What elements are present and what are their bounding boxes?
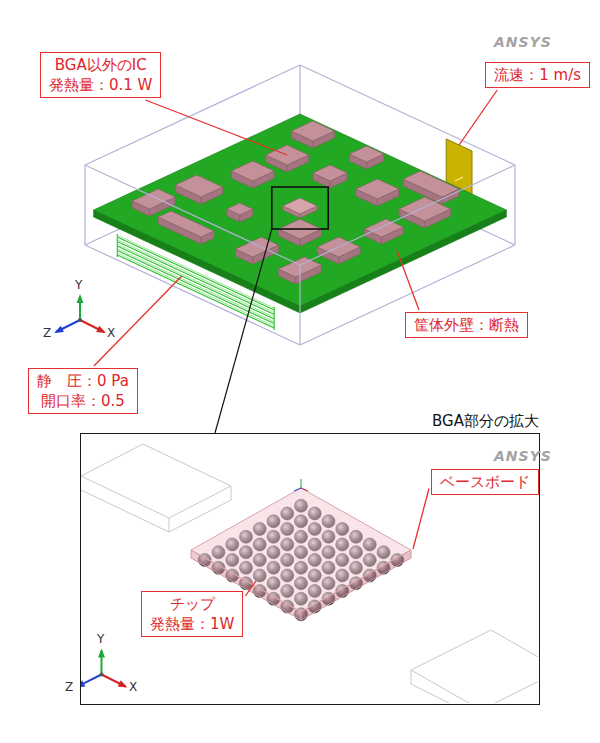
axis-label: X: [107, 326, 115, 340]
callout-text: 発熱量：0.1 W: [49, 75, 152, 95]
ic-package-top: [175, 175, 222, 197]
local-axis: [294, 488, 301, 491]
callout-text: 発熱量：1W: [150, 614, 234, 634]
callout-text: チップ: [150, 594, 234, 614]
ic-package: [403, 171, 459, 204]
neighbour-outline: [169, 518, 170, 532]
ic-package-top: [291, 121, 334, 141]
neighbour-outline: [411, 684, 461, 703]
ic-package-top: [158, 211, 214, 237]
leader-line: [459, 90, 497, 145]
ic-package-top: [399, 197, 451, 221]
ic-package: [227, 203, 253, 222]
enclosure-edge: [85, 245, 300, 345]
zoom-frame: [272, 187, 328, 229]
axis-arrow-head: [77, 294, 84, 303]
neighbour-outline: [231, 486, 232, 500]
axis-label: Y: [75, 278, 82, 292]
axis-label: Z: [43, 326, 51, 340]
vent-slat: [117, 240, 274, 313]
vent-slat: [117, 253, 274, 326]
flow-callout: 流速：1 m/s: [485, 62, 590, 88]
leader-line: [413, 489, 429, 550]
callout-text: 流速：1 m/s: [494, 65, 581, 85]
enclosure-edge: [299, 265, 300, 345]
ic-package-top: [231, 161, 274, 181]
axis-label: Z: [65, 680, 73, 694]
heat-callout: BGA以外のIC発熱量：0.1 W: [40, 52, 161, 98]
axis-label: X: [129, 680, 137, 694]
callout-text: 筐体外壁：断熱: [414, 315, 519, 335]
baseboard-callout: ベースボード: [431, 469, 539, 495]
bga-package: [283, 198, 317, 218]
vent-slat: [117, 246, 274, 319]
axis-origin: [100, 673, 104, 677]
ic-package: [158, 211, 214, 244]
neighbour-outline: [411, 630, 538, 703]
ic-package-top: [349, 146, 384, 162]
ic-package: [399, 197, 451, 228]
ic-package-top: [236, 237, 279, 257]
local-axis: [301, 479, 302, 488]
enclosure-edge: [300, 165, 515, 265]
watermark: ANSYS: [494, 34, 552, 50]
ic-package-top: [227, 203, 253, 215]
ic-package: [317, 237, 360, 264]
bga-package-top: [283, 198, 317, 214]
ic-package: [349, 146, 384, 169]
ic-package-top: [313, 165, 347, 181]
ic-package-top: [132, 189, 175, 209]
wall-callout: 筐体外壁：断熱: [405, 312, 528, 338]
vent-frame: [274, 307, 275, 330]
neighbour-outline: [81, 444, 231, 518]
axis-arrow-head: [98, 649, 105, 658]
ic-package-top: [356, 179, 399, 199]
zoom-panel: BGA部分の拡大ベースボードチップ発熱量：1W: [80, 433, 540, 705]
chip-callout: チップ発熱量：1W: [141, 591, 243, 637]
vent-slat: [117, 237, 274, 310]
vent-opening: [117, 234, 274, 330]
neighbour-outline: [411, 670, 412, 684]
vent-slat: [117, 235, 274, 308]
enclosure-edge: [84, 165, 85, 245]
zoom-line: [215, 229, 272, 433]
ic-package: [236, 237, 279, 264]
ic-package: [313, 165, 347, 188]
panel-heading: BGA部分の拡大: [432, 411, 539, 431]
callout-text: 静 圧：0 Pa: [37, 371, 129, 391]
ic-package: [365, 219, 404, 244]
leader-line: [245, 581, 256, 596]
axis-arrow-head: [118, 680, 128, 687]
inlet-mark: [455, 177, 463, 181]
vent-callout: 静 圧：0 Pa開口率：0.5: [28, 368, 138, 414]
leader-line: [145, 100, 287, 155]
enclosure-edge: [514, 165, 515, 245]
ic-package: [175, 175, 222, 204]
axis-label: Y: [97, 632, 104, 646]
axis-origin: [78, 318, 82, 322]
ic-package-top: [365, 219, 404, 237]
enclosure-edge: [85, 165, 300, 265]
ic-package: [356, 179, 399, 206]
ic-package: [291, 121, 334, 148]
ic-package-top: [403, 171, 459, 197]
ic-package: [231, 161, 274, 188]
local-axis: [301, 488, 308, 491]
axis-arrow-head: [96, 326, 106, 333]
axis-arrow-head: [54, 326, 64, 333]
axis-arrow-head: [81, 680, 85, 687]
leader-line: [397, 250, 419, 310]
vent-slat: [117, 249, 274, 322]
ic-package: [279, 219, 322, 246]
callout-text: BGA以外のIC: [49, 55, 152, 75]
callout-text: 開口率：0.5: [37, 391, 129, 411]
neighbour-outline: [81, 490, 231, 532]
enclosure-edge: [300, 65, 515, 165]
vent-frame: [117, 234, 118, 257]
leader-line: [94, 276, 182, 366]
watermark: ANSYS: [494, 448, 552, 464]
vent-slat: [117, 251, 274, 324]
callout-text: ベースボード: [440, 472, 530, 492]
